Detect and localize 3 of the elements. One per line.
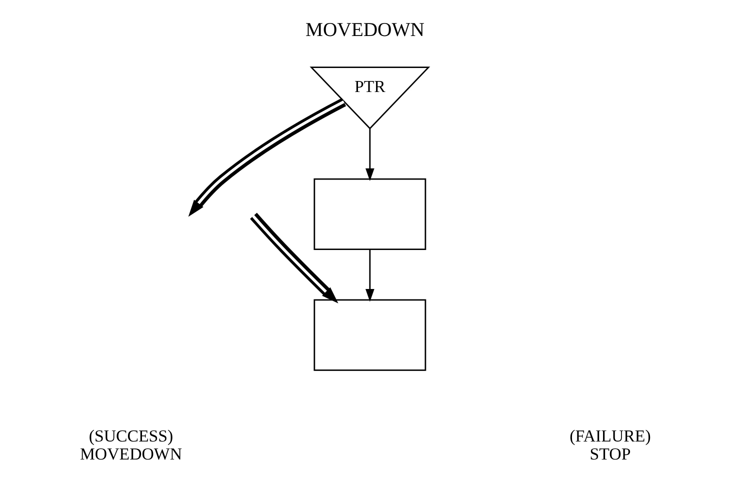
label: (SUCCESS) MOVEDOWN — [79, 426, 182, 464]
label: (FAILURE) STOP — [569, 426, 650, 464]
diagram-title: MOVEDOWN — [304, 18, 424, 40]
